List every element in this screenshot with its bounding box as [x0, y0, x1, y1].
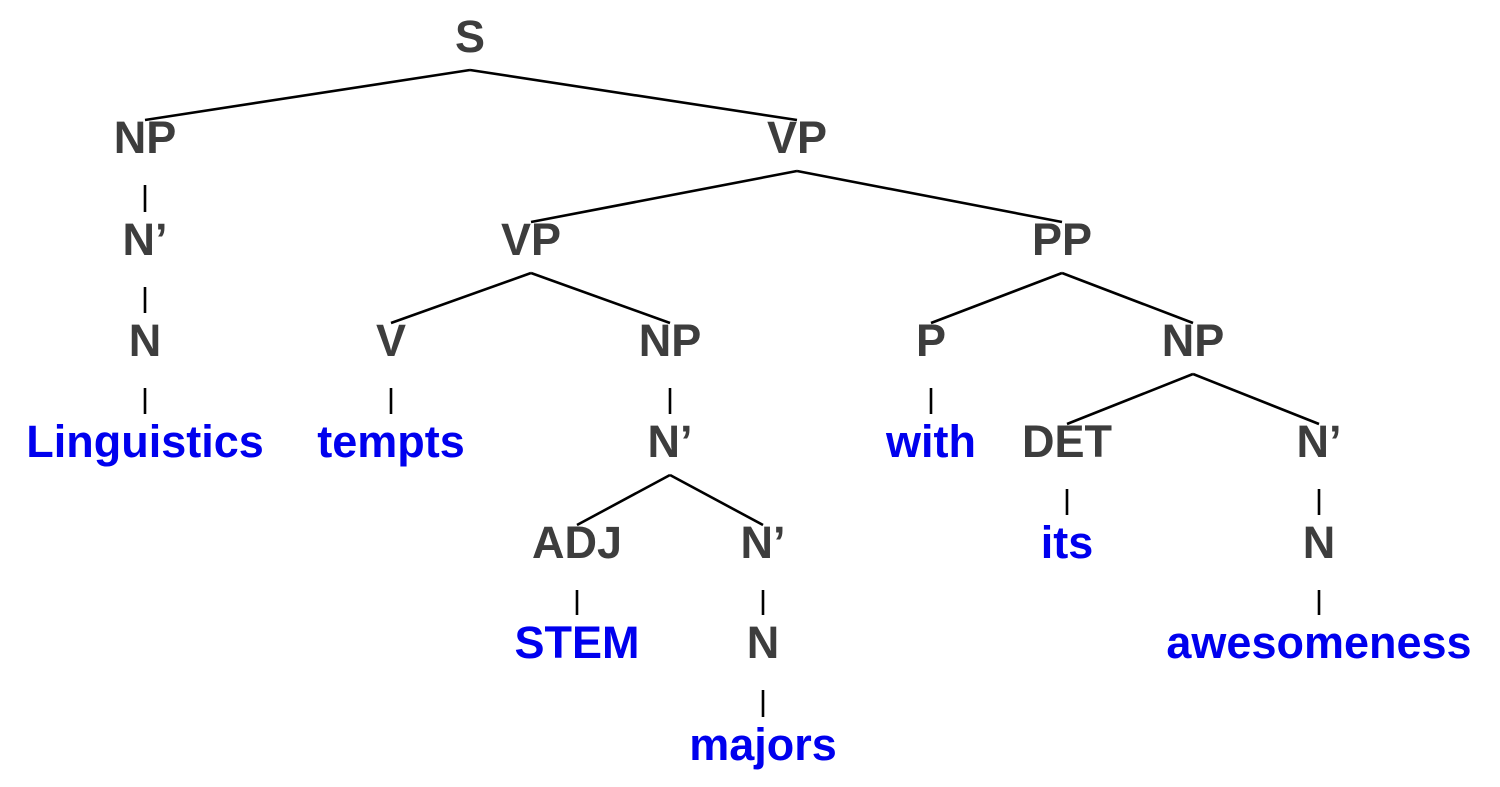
node-adj: ADJ: [532, 517, 622, 568]
node-n1: N: [129, 315, 162, 366]
branch-vp2-to-np2: [530, 271, 671, 325]
node-p: P: [916, 315, 946, 366]
tree-branches: [143, 68, 1321, 717]
word-w-linguistics: Linguistics: [26, 416, 264, 467]
node-n3: N: [1303, 517, 1336, 568]
node-pp: PP: [1032, 214, 1092, 265]
node-s: S: [455, 11, 485, 62]
node-np1: NP: [114, 112, 177, 163]
node-vp2: VP: [501, 214, 561, 265]
node-nbar1: N’: [123, 214, 168, 265]
branch-vp1-to-pp: [796, 169, 1063, 224]
branch-nbar2-to-adj: [576, 473, 671, 527]
node-vp1: VP: [767, 112, 827, 163]
node-n2: N: [747, 617, 780, 668]
branch-pp-to-np3: [1061, 271, 1194, 325]
node-np3: NP: [1162, 315, 1225, 366]
word-w-with: with: [885, 416, 976, 467]
word-w-majors: majors: [689, 719, 837, 770]
word-w-its: its: [1041, 517, 1094, 568]
branch-vp1-to-vp2: [530, 169, 798, 224]
branch-vp2-to-v: [390, 271, 532, 325]
word-w-awesomeness: awesomeness: [1166, 617, 1471, 668]
branch-nbar2-to-nbar3: [669, 473, 764, 527]
node-v: V: [376, 315, 406, 366]
branch-np3-to-nbar4: [1192, 372, 1320, 426]
word-w-tempts: tempts: [317, 416, 465, 467]
word-w-stem: STEM: [514, 617, 639, 668]
node-np2: NP: [639, 315, 702, 366]
node-nbar3: N’: [741, 517, 786, 568]
node-det: DET: [1022, 416, 1112, 467]
branch-s-to-np1: [144, 68, 471, 122]
node-nbar4: N’: [1297, 416, 1342, 467]
branch-np3-to-det: [1066, 372, 1194, 426]
branch-s-to-vp1: [469, 68, 798, 122]
node-nbar2: N’: [648, 416, 693, 467]
branch-pp-to-p: [930, 271, 1063, 325]
